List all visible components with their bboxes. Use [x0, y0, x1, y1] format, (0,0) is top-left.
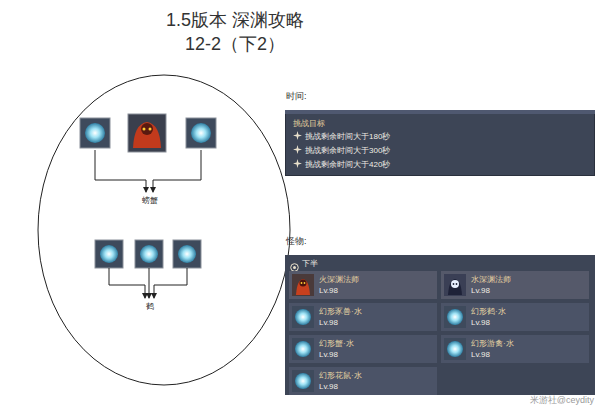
monster-level: Lv.98 — [319, 286, 338, 295]
monster-card: 幻形鹤·水Lv.98 — [441, 303, 589, 331]
monster-name: 幻形鹤·水 — [471, 306, 506, 317]
half-icon — [290, 258, 299, 267]
monster-card: 幻形游禽·水Lv.98 — [441, 335, 589, 363]
wave-label: 螃蟹 — [130, 195, 170, 206]
goal-row: 挑战剩余时间大于180秒 — [293, 131, 390, 142]
monster-level: Lv.98 — [471, 318, 490, 327]
goal-text: 挑战剩余时间大于300秒 — [305, 146, 390, 155]
half-heading: 下半 — [302, 258, 318, 269]
monster-card: 幻形花鼠·水Lv.98 — [289, 367, 437, 395]
monster-icon — [444, 306, 466, 328]
spawn-arrows — [95, 150, 201, 298]
page-title: 1.5版本 深渊攻略 — [135, 8, 335, 32]
star-icon — [293, 159, 302, 168]
goal-row: 挑战剩余时间大于420秒 — [293, 159, 390, 170]
section-heading: 时间: — [286, 90, 307, 103]
monster-icon — [292, 274, 314, 296]
monster-name: 幻形游禽·水 — [471, 338, 514, 349]
enemy-icons — [80, 114, 216, 268]
star-icon — [293, 145, 302, 154]
arena-circle — [38, 75, 290, 385]
watermark: 米游社@ceydity — [530, 394, 594, 407]
monster-icon — [444, 338, 466, 360]
monster-icon — [292, 306, 314, 328]
monster-card: 火深渊法师Lv.98 — [289, 271, 437, 299]
monster-level: Lv.98 — [319, 318, 338, 327]
monster-card: 幻形豕兽·水Lv.98 — [289, 303, 437, 331]
monster-level: Lv.98 — [319, 350, 338, 359]
monster-panel: 怪物:下半火深渊法师Lv.98水深渊法师Lv.98幻形豕兽·水Lv.98幻形鹤·… — [285, 233, 595, 395]
section-heading: 怪物: — [286, 235, 307, 248]
monster-card: 水深渊法师Lv.98 — [441, 271, 589, 299]
monster-level: Lv.98 — [319, 382, 338, 391]
monster-level: Lv.98 — [471, 350, 490, 359]
monster-icon — [444, 274, 466, 296]
subtitle: 12-2（下2） — [135, 32, 335, 56]
monster-name: 幻形豕兽·水 — [319, 306, 362, 317]
monster-icon — [292, 338, 314, 360]
goal-text: 挑战剩余时间大于420秒 — [305, 160, 390, 169]
goal-row: 挑战剩余时间大于300秒 — [293, 145, 390, 156]
star-icon — [293, 131, 302, 140]
monster-name: 幻形蟹·水 — [319, 338, 354, 349]
wave-label: 鹤 — [130, 301, 170, 312]
monster-icon — [292, 370, 314, 392]
monster-name: 火深渊法师 — [319, 274, 359, 285]
monster-card: 幻形蟹·水Lv.98 — [289, 335, 437, 363]
panel-ground: 挑战目标挑战剩余时间大于180秒挑战剩余时间大于300秒挑战剩余时间大于420秒 — [285, 110, 595, 176]
header-strip — [285, 110, 595, 114]
goal-text: 挑战剩余时间大于180秒 — [305, 132, 390, 141]
monster-level: Lv.98 — [471, 286, 490, 295]
monster-name: 幻形花鼠·水 — [319, 370, 362, 381]
goal-heading: 挑战目标 — [293, 118, 325, 129]
challenge-panel: 时间: 挑战目标挑战剩余时间大于180秒挑战剩余时间大于300秒挑战剩余时间大于4… — [285, 88, 595, 176]
monster-name: 水深渊法师 — [471, 274, 511, 285]
